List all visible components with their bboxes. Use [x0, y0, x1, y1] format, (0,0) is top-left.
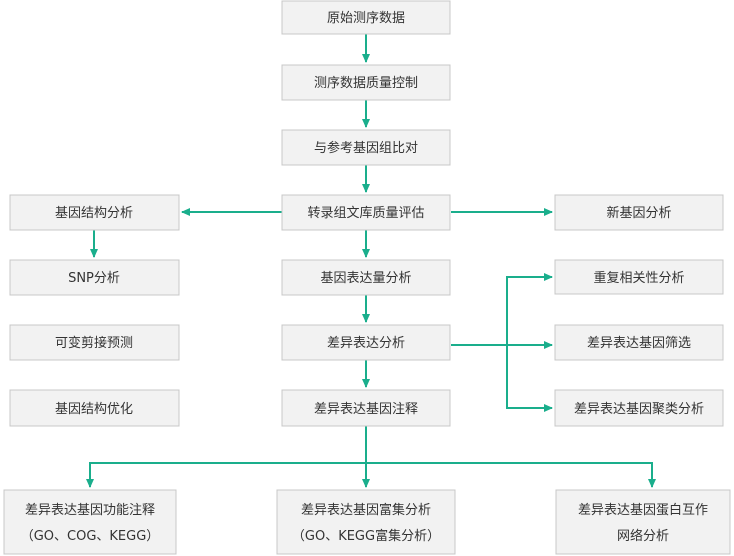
node-new-gene: 新基因分析 [554, 194, 724, 231]
node-func-annotation-line2: （GO、COG、KEGG） [21, 529, 160, 544]
node-expression: 基因表达量分析 [281, 259, 451, 296]
node-diff-annotation: 差异表达基因注释 [281, 389, 451, 427]
node-raw-data: 原始测序数据 [281, 0, 451, 35]
node-diff-annotation-label: 差异表达基因注释 [314, 402, 418, 417]
node-gene-structure-label: 基因结构分析 [55, 206, 133, 221]
node-func-annotation: 差异表达基因功能注释 （GO、COG、KEGG） [3, 489, 177, 555]
node-correlation-label: 重复相关性分析 [593, 270, 684, 286]
node-structure-opt-label: 基因结构优化 [55, 402, 133, 417]
node-snp: SNP分析 [9, 259, 180, 296]
node-align: 与参考基因组比对 [281, 129, 451, 166]
node-new-gene-label: 新基因分析 [606, 205, 671, 221]
node-correlation: 重复相关性分析 [554, 259, 724, 295]
node-ppi-line2: 网络分析 [617, 528, 669, 544]
edge-diff-to-correlation [506, 273, 553, 345]
node-qc: 测序数据质量控制 [281, 64, 451, 101]
node-raw-data-label: 原始测序数据 [327, 11, 405, 26]
node-transcriptome-eval: 转录组文库质量评估 [281, 194, 451, 231]
node-qc-label: 测序数据质量控制 [314, 76, 418, 91]
node-alt-splicing-label: 可变剪接预测 [55, 335, 133, 351]
node-structure-opt: 基因结构优化 [9, 389, 180, 427]
edge-diff-to-clustering [506, 345, 553, 412]
node-align-label: 与参考基因组比对 [314, 140, 418, 156]
node-alt-splicing: 可变剪接预测 [9, 324, 180, 361]
node-diff-clustering: 差异表达基因聚类分析 [554, 389, 724, 427]
node-gene-structure: 基因结构分析 [9, 194, 180, 231]
node-expression-label: 基因表达量分析 [320, 271, 411, 286]
node-enrichment-line2: （GO、KEGG富集分析） [292, 528, 440, 544]
node-diff-expression-label: 差异表达分析 [327, 336, 405, 351]
node-snp-label: SNP分析 [68, 271, 120, 286]
node-enrichment: 差异表达基因富集分析 （GO、KEGG富集分析） [276, 489, 456, 555]
node-diff-clustering-label: 差异表达基因聚类分析 [574, 402, 704, 417]
node-diff-screening-label: 差异表达基因筛选 [587, 336, 691, 351]
node-diff-screening: 差异表达基因筛选 [554, 324, 724, 361]
node-func-annotation-line1: 差异表达基因功能注释 [25, 503, 155, 518]
node-transcriptome-eval-label: 转录组文库质量评估 [307, 205, 424, 221]
node-ppi-line1: 差异表达基因蛋白互作 [578, 502, 708, 518]
node-ppi: 差异表达基因蛋白互作 网络分析 [555, 489, 731, 555]
node-diff-expression: 差异表达分析 [281, 324, 451, 361]
node-enrichment-line1: 差异表达基因富集分析 [301, 502, 431, 518]
connectors [86, 34, 656, 488]
